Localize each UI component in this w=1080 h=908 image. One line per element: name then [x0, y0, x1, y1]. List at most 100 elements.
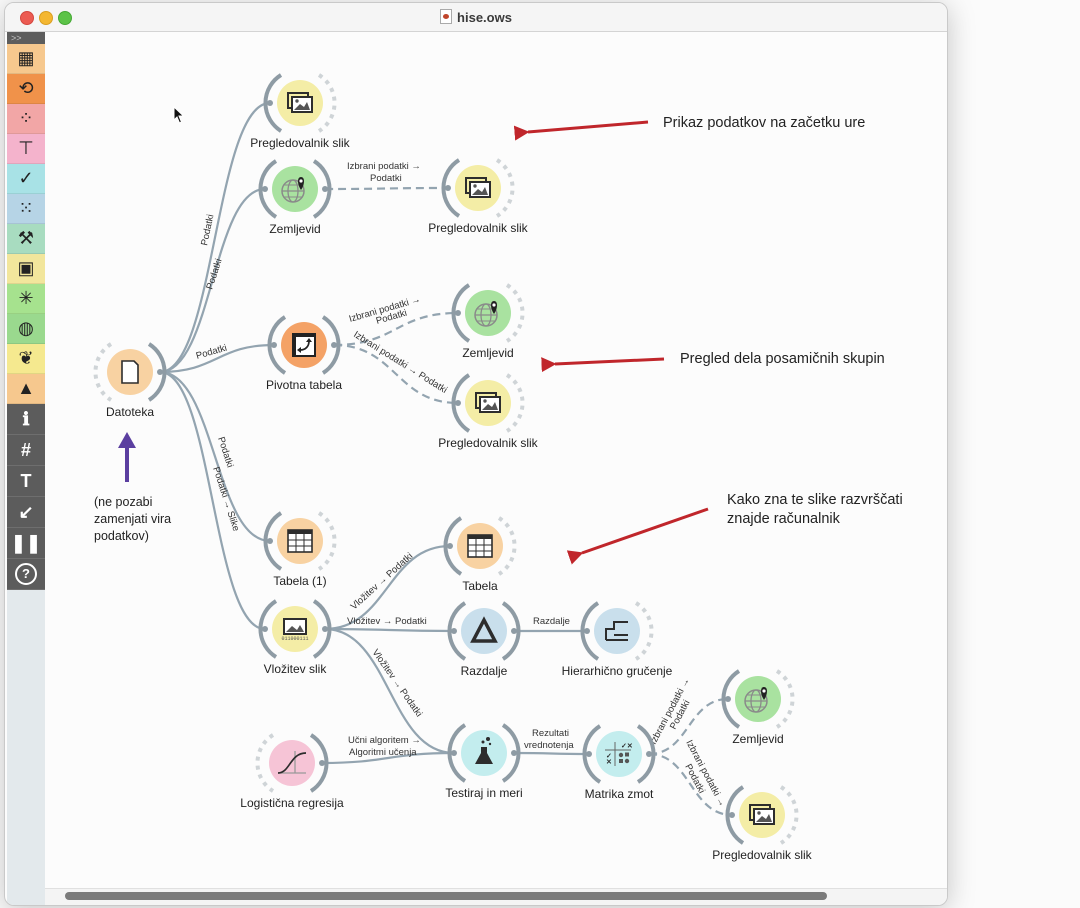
input-anchor[interactable]	[447, 543, 453, 549]
widget-label[interactable]: Pregledovalnik slik	[712, 848, 812, 862]
input-anchor[interactable]	[455, 310, 461, 316]
text-annotation-button[interactable]: T	[7, 466, 45, 497]
widget-body[interactable]	[596, 731, 642, 777]
pause-button[interactable]: ❚❚	[7, 528, 45, 559]
info-button[interactable]: ℹ	[7, 404, 45, 435]
input-channel-arc[interactable]	[263, 511, 283, 571]
horizontal-scrollbar[interactable]	[45, 888, 947, 905]
arrow-annotation-button[interactable]: ↙	[7, 497, 45, 528]
annotation-text[interactable]: Kako zna te slike razvrščati znajde raču…	[727, 491, 903, 529]
widget-label[interactable]: Logistična regresija	[240, 796, 344, 810]
minimize-button[interactable]	[39, 11, 53, 25]
output-anchor[interactable]	[511, 750, 517, 756]
widget-node-zemljevid1[interactable]: Zemljevid	[258, 159, 332, 236]
output-channel-arc[interactable]	[501, 601, 521, 661]
output-anchor[interactable]	[322, 626, 328, 632]
link-datoteka-vlozitev[interactable]	[159, 370, 266, 631]
widget-label[interactable]: Testiraj in meri	[445, 786, 522, 800]
widget-node-tabela[interactable]: Tabela	[443, 516, 517, 593]
input-channel-arc[interactable]	[263, 73, 283, 133]
input-anchor[interactable]	[271, 342, 277, 348]
input-channel-arc[interactable]	[580, 601, 600, 661]
input-anchor[interactable]	[584, 628, 590, 634]
widget-body[interactable]	[594, 608, 640, 654]
output-anchor[interactable]	[157, 369, 163, 375]
widget-node-zemljevid3[interactable]: Zemljevid	[721, 669, 795, 746]
toolbox-category-7[interactable]: ▣	[7, 254, 45, 284]
toolbox-category-3[interactable]: ⊤	[7, 134, 45, 164]
grid-hash-button[interactable]: #	[7, 435, 45, 466]
input-anchor[interactable]	[729, 812, 735, 818]
maximize-button[interactable]	[58, 11, 72, 25]
input-channel-arc[interactable]	[451, 373, 471, 433]
link-matrika-pregled4[interactable]	[648, 752, 733, 817]
widget-node-logreg[interactable]: Logistična regresija	[240, 733, 344, 810]
widget-label[interactable]: Datoteka	[106, 405, 154, 419]
input-anchor[interactable]	[451, 628, 457, 634]
input-channel-arc[interactable]	[725, 785, 745, 845]
output-anchor[interactable]	[331, 342, 337, 348]
widget-node-tabela1[interactable]: Tabela (1)	[263, 511, 337, 588]
output-channel-arc[interactable]	[312, 159, 332, 219]
input-channel-arc[interactable]	[441, 158, 461, 218]
widget-body[interactable]	[269, 740, 315, 786]
link-datoteka-pregled1[interactable]	[159, 101, 271, 374]
close-button[interactable]	[20, 11, 34, 25]
input-anchor[interactable]	[445, 185, 451, 191]
input-channel-arc[interactable]	[447, 723, 467, 783]
widget-label[interactable]: Pregledovalnik slik	[438, 436, 538, 450]
widget-label[interactable]: Matrika zmot	[585, 787, 654, 801]
widget-node-matrika[interactable]: ✓✕✓✕Matrika zmot	[582, 724, 656, 801]
toolbox-category-8[interactable]: ✳	[7, 284, 45, 314]
toolbox-category-10[interactable]: ❦	[7, 344, 45, 374]
widget-label[interactable]: Tabela	[462, 579, 498, 593]
toolbox-category-1[interactable]: ⟲	[7, 74, 45, 104]
input-channel-arc[interactable]	[443, 516, 463, 576]
toolbox-category-4[interactable]: ✓	[7, 164, 45, 194]
annotation-text[interactable]: Prikaz podatkov na začetku ure	[663, 115, 866, 131]
widget-node-pregled1[interactable]: Pregledovalnik slik	[250, 73, 351, 150]
input-anchor[interactable]	[586, 751, 592, 757]
widget-node-hier[interactable]: Hierarhično gručenje	[562, 601, 673, 678]
link-logreg-testiraj[interactable]	[321, 751, 455, 765]
input-anchor[interactable]	[262, 186, 268, 192]
input-anchor[interactable]	[262, 626, 268, 632]
output-channel-arc[interactable]	[309, 733, 329, 793]
input-channel-arc[interactable]	[447, 601, 467, 661]
output-anchor[interactable]	[319, 760, 325, 766]
link-pivotna-zemljevid2[interactable]	[333, 311, 459, 347]
widget-node-razdalje[interactable]: Razdalje	[447, 601, 521, 678]
link-vlozitev-tabela[interactable]	[324, 544, 451, 631]
toolbox-category-11[interactable]: ▲	[7, 374, 45, 404]
annotation-text[interactable]: (ne pozabi zamenjati vira podatkov)	[94, 494, 171, 545]
toolbox-expand-button[interactable]: >>	[7, 32, 45, 44]
annotation-arrow[interactable]	[541, 357, 665, 373]
annotation-arrow[interactable]	[513, 120, 649, 141]
toolbox-category-5[interactable]: ⁙	[7, 194, 45, 224]
widget-node-pivotna[interactable]: Pivotna tabela	[266, 315, 342, 392]
output-channel-arc[interactable]	[321, 315, 341, 375]
widget-node-testiraj[interactable]: Testiraj in meri	[445, 723, 523, 800]
link-testiraj-matrika[interactable]	[513, 751, 590, 756]
widget-body[interactable]	[461, 608, 507, 654]
widget-label[interactable]: Vložitev slik	[264, 662, 328, 676]
widget-body[interactable]	[272, 166, 318, 212]
toolbox-category-6[interactable]: ⚒	[7, 224, 45, 254]
widget-body[interactable]	[735, 676, 781, 722]
input-channel-arc[interactable]	[582, 724, 602, 784]
widget-node-datoteka[interactable]: Datoteka	[93, 342, 167, 419]
annotation-arrow[interactable]	[566, 507, 709, 565]
input-anchor[interactable]	[451, 750, 457, 756]
output-anchor[interactable]	[646, 751, 652, 757]
widget-label[interactable]: Zemljevid	[269, 222, 320, 236]
widget-node-pregled4[interactable]: Pregledovalnik slik	[712, 785, 813, 862]
input-channel-arc[interactable]	[258, 159, 278, 219]
input-channel-arc[interactable]	[267, 315, 287, 375]
widget-label[interactable]: Pregledovalnik slik	[428, 221, 528, 235]
input-anchor[interactable]	[267, 100, 273, 106]
widget-node-pregled3[interactable]: Pregledovalnik slik	[438, 373, 539, 450]
input-anchor[interactable]	[725, 696, 731, 702]
output-channel-arc[interactable]	[636, 724, 656, 784]
output-channel-arc[interactable]	[501, 723, 521, 783]
